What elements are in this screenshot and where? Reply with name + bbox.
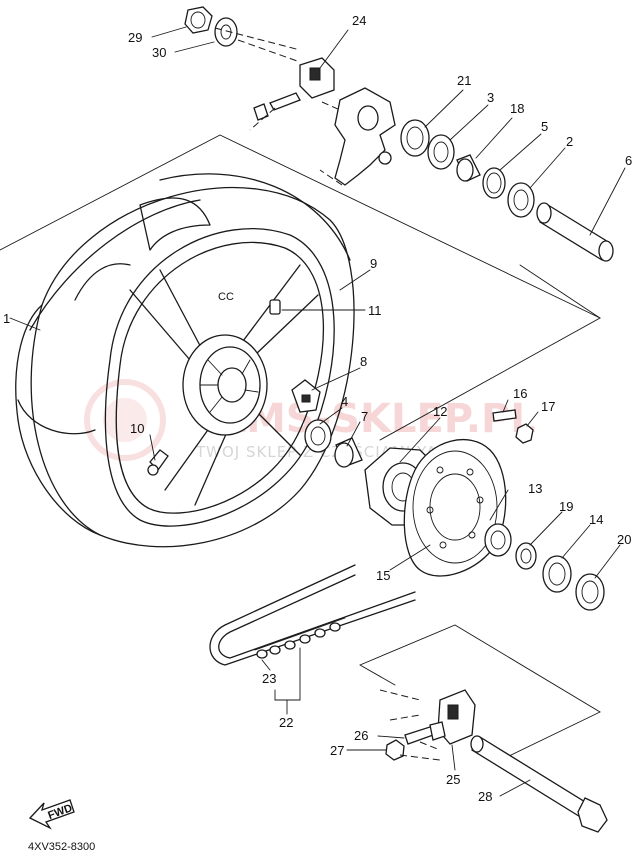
balance-weight (269, 299, 281, 315)
callouts: 1 2 3 4 5 6 7 8 9 10 11 12 13 14 15 16 1… (3, 13, 632, 804)
callout-10: 10 (130, 421, 144, 436)
oil-seal-21 (400, 119, 430, 157)
watermark-brand: AMS-SKLEP.PL (215, 396, 536, 442)
hub-parts (291, 379, 605, 611)
callout-9: 9 (370, 256, 377, 271)
oil-seal-14 (542, 555, 572, 593)
rear-wheel: CC (15, 173, 355, 548)
callout-22: 22 (279, 715, 293, 730)
bearing-4 (304, 419, 332, 453)
callout-21: 21 (457, 73, 471, 88)
axle-28 (471, 736, 591, 819)
fwd-label: FWD (46, 802, 74, 822)
callout-12: 12 (433, 404, 447, 419)
callout-28: 28 (478, 789, 492, 804)
upper-parts (184, 6, 614, 262)
callout-30: 30 (152, 45, 166, 60)
callout-20: 20 (617, 532, 631, 547)
callout-26: 26 (354, 728, 368, 743)
callout-29: 29 (128, 30, 142, 45)
callout-18: 18 (510, 101, 524, 116)
circlip-5 (482, 167, 506, 199)
callout-6: 6 (625, 153, 632, 168)
callout-8: 8 (360, 354, 367, 369)
caliper-bracket (334, 87, 396, 186)
upper-plane (0, 134, 601, 441)
part-code: 4XV352-8300 (28, 841, 95, 853)
callout-27: 27 (330, 743, 344, 758)
callout-14: 14 (589, 512, 603, 527)
callout-23: 23 (262, 671, 276, 686)
nut-17 (515, 423, 534, 444)
callout-17: 17 (541, 399, 555, 414)
callout-11: 11 (368, 303, 382, 318)
callout-15: 15 (376, 568, 390, 583)
bearing-2 (507, 182, 535, 218)
drive-chain (209, 564, 416, 666)
callout-2: 2 (566, 134, 573, 149)
callout-24: 24 (352, 13, 366, 28)
svg-text:CC: CC (218, 291, 234, 303)
fwd-arrow-icon: FWD (28, 799, 75, 830)
leader-lines (9, 26, 626, 797)
nut-27 (385, 739, 405, 761)
callout-5: 5 (541, 119, 548, 134)
callout-25: 25 (446, 772, 460, 787)
callout-13: 13 (528, 481, 542, 496)
bearing-13 (484, 523, 512, 557)
callout-3: 3 (487, 90, 494, 105)
stud-bolt-16 (492, 409, 517, 422)
callout-4: 4 (341, 394, 348, 409)
collar-19 (515, 542, 537, 570)
callout-16: 16 (513, 386, 527, 401)
lower-plane (359, 624, 608, 833)
callout-7: 7 (361, 409, 368, 424)
callout-1: 1 (3, 311, 10, 326)
nut-29 (184, 6, 213, 34)
callout-19: 19 (559, 499, 573, 514)
collar-20 (575, 573, 605, 611)
bearing-3 (427, 134, 455, 170)
washer-30 (214, 17, 238, 47)
